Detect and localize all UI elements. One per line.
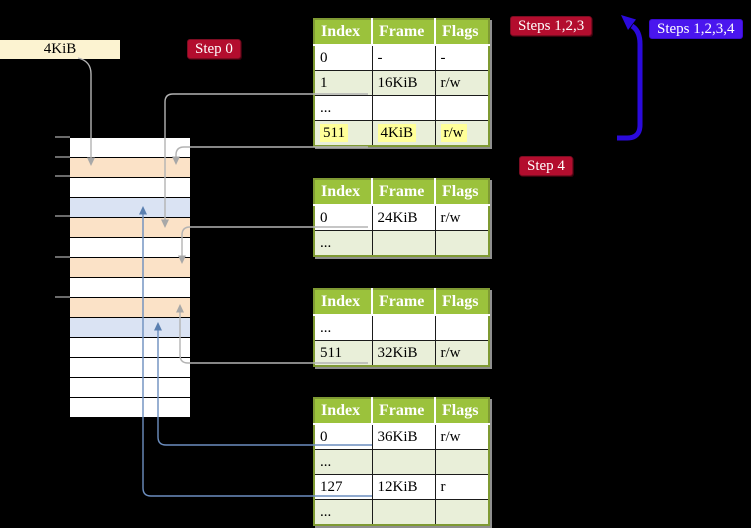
- memory-frame: [70, 237, 190, 257]
- table-row: 511 32KiB r/w: [313, 340, 490, 367]
- table-header-row: Index Frame Flags: [314, 289, 489, 316]
- column-header-frame: Frame: [372, 179, 436, 206]
- memory-frame: [70, 177, 190, 197]
- table-row: 0 36KiB r/w: [313, 423, 490, 450]
- highlighted-value: r/w: [440, 123, 467, 142]
- step-4-badge: Step 4: [519, 156, 573, 176]
- highlighted-value: 511: [320, 123, 348, 142]
- page-table-1: Index Frame Flags 0 - - 1 16KiB r/w ... …: [313, 18, 490, 147]
- page-size-label: 4KiB: [0, 40, 120, 59]
- table-row: ...: [313, 230, 490, 257]
- memory-frame-mapped: [70, 217, 190, 237]
- table-row: ...: [313, 449, 490, 475]
- address-tick: [55, 296, 70, 298]
- page-table-2: Index Frame Flags 0 24KiB r/w ...: [313, 178, 490, 257]
- table-row: 0 24KiB r/w: [313, 204, 490, 231]
- table-row: 127 12KiB r: [313, 474, 490, 500]
- memory-frame-mapped: [70, 157, 190, 177]
- table-row: ...: [313, 499, 490, 526]
- table-row-highlighted: 511 4KiB r/w: [313, 120, 490, 147]
- table-header-row: Index Frame Flags: [314, 398, 489, 425]
- column-header-index: Index: [314, 19, 373, 46]
- page-table-3: Index Frame Flags ... 511 32KiB r/w: [313, 288, 490, 367]
- column-header-index: Index: [314, 289, 373, 316]
- column-header-flags: Flags: [435, 179, 489, 206]
- column-header-frame: Frame: [372, 398, 436, 425]
- memory-frame: [70, 377, 190, 397]
- steps-1234-badge: Steps 1,2,3,4: [649, 19, 743, 39]
- table-header-row: Index Frame Flags: [314, 19, 489, 46]
- column-header-index: Index: [314, 179, 373, 206]
- address-tick: [55, 175, 70, 177]
- column-header-flags: Flags: [435, 19, 489, 46]
- physical-memory-column: [70, 137, 190, 418]
- loop-arrow-steps: [617, 15, 643, 141]
- table-row: 1 16KiB r/w: [313, 70, 490, 96]
- table-row: ...: [313, 95, 490, 121]
- table-header-row: Index Frame Flags: [314, 179, 489, 206]
- arrow-pt1-entry511-to-frame: [172, 146, 368, 165]
- memory-frame: [70, 137, 190, 157]
- address-tick: [55, 156, 70, 158]
- memory-frame-mapped-huge: [70, 197, 190, 217]
- column-header-frame: Frame: [372, 19, 436, 46]
- memory-frame-mapped: [70, 297, 190, 317]
- table-row: 0 - -: [313, 44, 490, 71]
- highlighted-value: 4KiB: [377, 123, 417, 142]
- page-table-4: Index Frame Flags 0 36KiB r/w ... 127 12…: [313, 397, 490, 526]
- memory-frame-mapped-huge: [70, 317, 190, 337]
- memory-frame: [70, 277, 190, 297]
- column-header-flags: Flags: [435, 289, 489, 316]
- column-header-flags: Flags: [435, 398, 489, 425]
- column-header-index: Index: [314, 398, 373, 425]
- memory-frame: [70, 397, 190, 417]
- memory-frame: [70, 337, 190, 357]
- table-row: ...: [313, 314, 490, 341]
- address-tick: [55, 256, 70, 258]
- address-tick: [55, 215, 70, 217]
- steps-123-badge: Steps 1,2,3: [510, 16, 593, 36]
- address-tick: [55, 136, 70, 138]
- memory-frame-mapped: [70, 257, 190, 277]
- column-header-frame: Frame: [372, 289, 436, 316]
- memory-frame: [70, 357, 190, 377]
- step-0-badge: Step 0: [187, 39, 241, 59]
